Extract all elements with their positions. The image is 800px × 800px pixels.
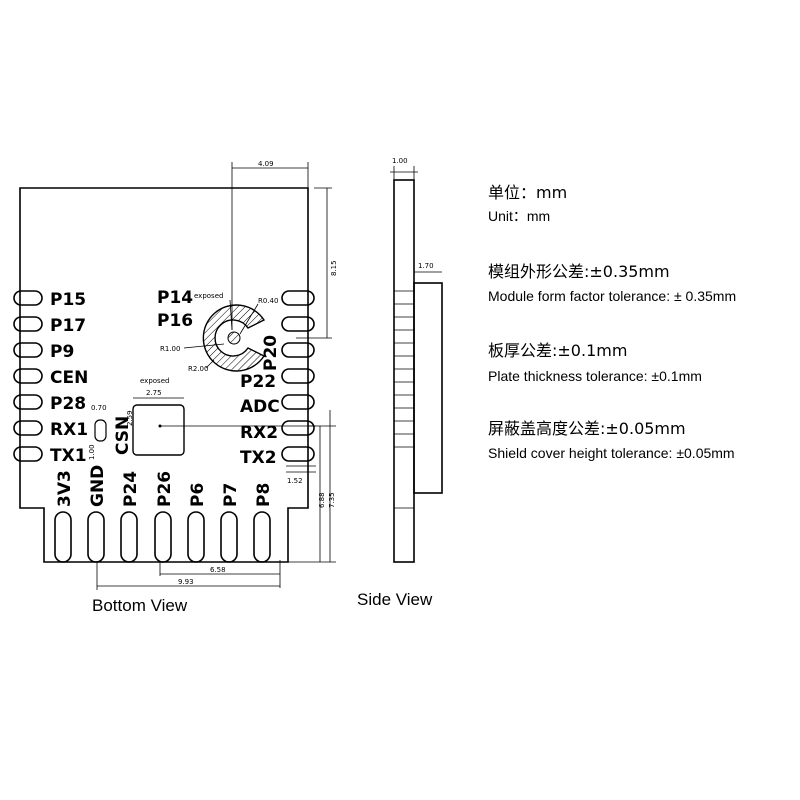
pin-step-label: 1.52	[287, 477, 303, 485]
small-w-label: 0.70	[91, 404, 107, 412]
pin-label-p14: P14	[157, 288, 193, 308]
pin-label: 3V3	[55, 470, 75, 507]
pad-height-label: 2.59	[126, 410, 134, 426]
width-993-label: 9.93	[178, 578, 194, 586]
pin-label-p16: P16	[157, 311, 193, 331]
left-pin-labels: P15 P17 P9 CEN P28 RX1 TX1	[50, 290, 88, 466]
pin-label: RX2	[240, 423, 278, 443]
small-pad	[94, 419, 107, 442]
left-pads	[13, 290, 43, 462]
height-735-label: 7.35	[328, 492, 336, 508]
note-unit-en: Unit：mm	[488, 208, 550, 224]
exposed-pad	[132, 404, 185, 456]
pin-label: CEN	[50, 368, 88, 388]
pin-label-p20: P20	[261, 335, 281, 371]
ring-exposed-label: exposed	[194, 292, 223, 300]
right-height-label: 8.15	[330, 260, 338, 276]
side-view-label: Side View	[357, 590, 433, 609]
ring-r1-label: R1.00	[160, 345, 180, 353]
pin-label: P9	[50, 342, 74, 362]
pin-label: RX1	[50, 420, 88, 440]
ring-r040-label: R0.40	[258, 297, 278, 305]
exposed-ring	[202, 304, 266, 372]
ring-r2-label: R2.00	[188, 365, 208, 373]
pin-label: P15	[50, 290, 86, 310]
pin-label: P28	[50, 394, 86, 414]
small-h-label: 1.00	[88, 444, 96, 460]
csn-label: CSN	[113, 416, 133, 455]
bottom-view-label: Bottom View	[92, 596, 188, 615]
bottom-pin-labels: 3V3 GND P24 P26 P6 P7 P8	[55, 465, 274, 507]
bottom-pads	[54, 511, 271, 563]
pin-label: P24	[121, 471, 141, 507]
pin-label: P17	[50, 316, 86, 336]
note-shield-cn: 屏蔽盖高度公差:±0.05mm	[488, 419, 686, 438]
note-form-cn: 模组外形公差:±0.35mm	[488, 262, 670, 281]
note-plate-cn: 板厚公差:±0.1mm	[488, 341, 627, 360]
note-plate-en: Plate thickness tolerance: ±0.1mm	[488, 368, 702, 384]
pin-label: TX2	[240, 448, 277, 468]
pin-label: TX1	[50, 446, 87, 466]
height-688-label: 6.88	[318, 492, 326, 508]
note-shield-en: Shield cover height tolerance: ±0.05mm	[488, 445, 735, 461]
right-pads	[281, 290, 315, 462]
pin-label: P22	[240, 372, 276, 392]
pad-width-label: 2.75	[146, 389, 162, 397]
pin-label: P6	[188, 483, 208, 507]
pin-label: P7	[221, 483, 241, 507]
pin-label: P8	[254, 483, 274, 507]
pin-label: ADC	[240, 397, 280, 417]
side-thickness-label: 1.00	[392, 157, 408, 165]
width-658-label: 6.58	[210, 566, 226, 574]
tolerance-notes: 单位：mm Unit：mm 模组外形公差:±0.35mm Module form…	[488, 183, 736, 461]
shield-thickness-label: 1.70	[418, 262, 434, 270]
note-unit-cn: 单位：mm	[488, 183, 567, 202]
note-form-en: Module form factor tolerance: ± 0.35mm	[488, 288, 736, 304]
pin-label: GND	[88, 465, 108, 507]
pin-label: P26	[155, 471, 175, 507]
top-width-label: 4.09	[258, 160, 274, 168]
pad-exposed-label: exposed	[140, 377, 169, 385]
side-view: 1.00 1.70	[390, 157, 443, 563]
